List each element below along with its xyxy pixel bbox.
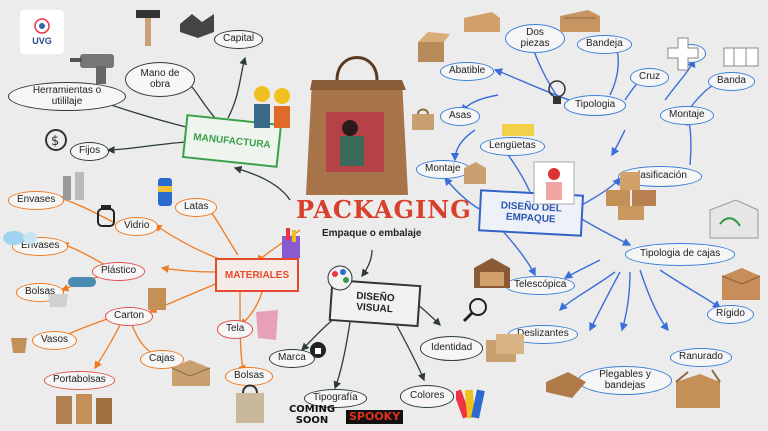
can-image — [157, 176, 173, 208]
node-rigido: Rígido — [707, 305, 754, 324]
rigid-box-image — [720, 264, 762, 304]
node-herramientas: Herramientas o utililaje — [8, 82, 126, 111]
node-plegables: Plegables y bandejas — [578, 366, 672, 395]
node-bandeja: Bandeja — [577, 35, 632, 54]
node-carton: Carton — [105, 307, 154, 326]
node-banda: Banda — [708, 72, 755, 91]
node-tela: Tela — [217, 320, 254, 339]
node-cajas: Cajas — [140, 350, 184, 369]
main-subtitle: Empaque o embalaje — [322, 228, 422, 239]
node-asas: Asas — [440, 107, 481, 126]
cardboard-tube-image — [146, 286, 168, 312]
tray-box-image — [558, 6, 602, 36]
fabric-image — [254, 308, 280, 342]
two-piece-box-image — [462, 10, 502, 36]
cardboard-box-image — [170, 358, 212, 388]
handshake-image — [178, 6, 216, 42]
node-vasos: Vasos — [32, 331, 78, 350]
node-dos-piezas-label: Dos piezas — [520, 27, 550, 49]
materials-tools-image — [278, 226, 304, 260]
tab-box-image — [500, 120, 536, 138]
node-envases-vidrio: Envases — [8, 191, 65, 210]
plant-box-image — [706, 196, 762, 242]
paper-bag-image — [302, 50, 412, 195]
uvg-logo: UVG — [20, 10, 64, 54]
bottles-image — [60, 166, 88, 202]
node-marca: Marca — [269, 349, 315, 368]
node-montaje-top: Montaje — [660, 106, 714, 125]
money-icon: $ — [44, 128, 68, 152]
telescopic-box-image — [472, 254, 512, 292]
node-latas: Latas — [175, 198, 218, 217]
node-mano-de-obra: Mano de obra — [125, 62, 195, 97]
node-lenguetas: Lengüetas — [480, 137, 545, 156]
node-identidad: Identidad — [420, 336, 484, 361]
node-colores: Colores — [400, 385, 455, 408]
node-plastico: Plástico — [92, 262, 146, 281]
node-ranurado: Ranurado — [670, 348, 732, 367]
mount-box-image — [462, 160, 488, 186]
svg-text:$: $ — [51, 134, 59, 149]
handle-box-image — [410, 106, 436, 132]
cups-image — [8, 335, 30, 355]
node-tipografia: Tipografía — [304, 389, 367, 408]
drill-image — [70, 46, 120, 86]
band-template-image — [722, 42, 760, 70]
node-portabolsas: Portabolsas — [44, 371, 115, 390]
hub-diseno-visual-label: DISEÑO VISUAL — [355, 290, 395, 316]
sliding-box-image — [482, 330, 526, 366]
color-swatches-image — [453, 386, 488, 422]
coming-soon-text: COMING SOON — [285, 404, 339, 426]
hammer-hand-image — [128, 6, 168, 48]
node-vidrio: Vidrio — [115, 217, 159, 236]
design-sketch-image — [532, 160, 576, 206]
plastic-containers-image — [2, 226, 38, 246]
hub-materiales: MATERIALES — [215, 258, 299, 292]
main-title: PACKAGING — [296, 195, 472, 224]
magnifier-icon — [456, 295, 490, 323]
folding-tray-image — [542, 364, 588, 402]
plastic-bottle-image — [66, 272, 100, 292]
cross-template-image — [666, 36, 700, 72]
node-dos-piezas: Dos piezas — [505, 24, 565, 53]
node-montaje-left: Montaje — [416, 160, 470, 179]
stacked-boxes-image — [600, 170, 660, 222]
abatible-box-image — [414, 30, 450, 64]
node-abatible: Abatible — [440, 62, 495, 81]
uvg-logo-text: UVG — [32, 36, 52, 46]
workers-image — [248, 82, 296, 132]
paint-palette-icon — [326, 262, 358, 292]
node-fijos: Fijos — [70, 142, 110, 161]
node-plegables-label: Plegables y bandejas — [599, 369, 651, 391]
node-herramientas-label: Herramientas o utililaje — [32, 85, 102, 107]
node-tipologia-cajas: Tipologia de cajas — [625, 243, 736, 266]
node-cruz: Cruz — [630, 68, 670, 87]
glass-jar-image — [96, 205, 116, 227]
spooky-text: SPOOKY — [346, 410, 404, 424]
lightbulb-icon — [546, 78, 568, 108]
tote-bag-image — [233, 383, 267, 425]
coming-soon-label: COMING SOON — [288, 404, 336, 426]
node-capital: Capital — [214, 30, 264, 49]
plastic-bags-image — [46, 290, 70, 308]
bag-icon — [310, 342, 326, 358]
node-mano-de-obra-label: Mano de obra — [140, 68, 180, 90]
slotted-box-image — [672, 368, 722, 410]
node-telescopica: Telescópica — [505, 276, 576, 295]
node-tipologia: Tipologia — [564, 95, 627, 116]
bag-holders-image — [54, 388, 114, 426]
